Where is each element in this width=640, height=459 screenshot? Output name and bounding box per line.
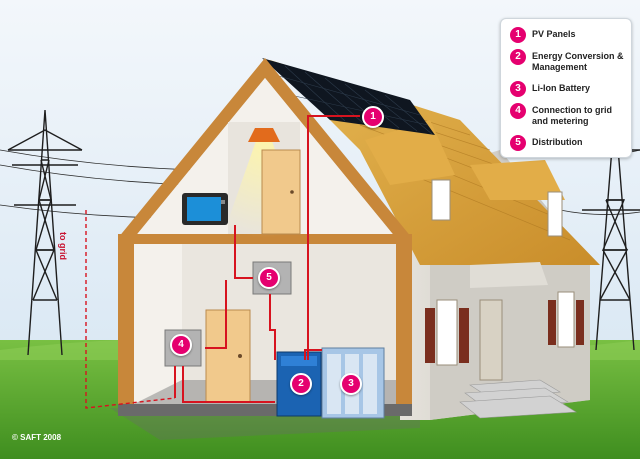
legend-label: Li-Ion Battery [532,83,591,93]
copyright: © SAFT 2008 [12,433,62,442]
dormer-roof-left [365,120,455,185]
legend-item: 5 Distribution [510,135,583,151]
legend-number: 3 [510,81,526,97]
porch-steps [459,379,577,419]
legend: 1 PV Panels 2 Energy Conversion & Manage… [500,18,632,158]
marker-grid-connection: 4 [170,334,192,356]
dormer-roof-right [470,160,565,200]
legend-number: 1 [510,27,526,43]
porch-door [479,299,503,381]
legend-label: PV Panels [532,29,576,39]
wiring [174,115,360,403]
legend-item: 1 PV Panels [510,27,576,43]
lamp-icon [248,128,280,142]
legend-number: 4 [510,103,526,119]
cutaway-gable [118,58,412,238]
television-icon [182,193,228,225]
dormer-window-left [431,179,451,221]
pv-panels [262,58,435,135]
pylon-left-icon [7,109,83,356]
legend-number: 5 [510,135,526,151]
marker-pv-panels: 1 [362,106,384,128]
marker-battery: 3 [340,373,362,395]
downstairs-door [205,309,251,403]
first-floor-slab [118,234,412,244]
marker-energy-conversion: 2 [290,373,312,395]
legend-item: 4 Connection to grid and metering [510,103,624,127]
marker-distribution: 5 [258,267,280,289]
to-grid-label: to grid [58,232,68,260]
upstairs-door [261,149,301,235]
side-window-left [425,299,469,366]
dormer-window-right [547,191,563,237]
legend-label: Connection to grid and metering [532,105,612,126]
legend-item: 3 Li-Ion Battery [510,81,590,97]
grid-connection-line [85,210,176,409]
legend-label: Distribution [532,137,583,147]
legend-label: Energy Conversion & Management [532,51,624,72]
side-window-right [548,291,584,348]
legend-number: 2 [510,49,526,65]
legend-item: 2 Energy Conversion & Management [510,49,624,73]
